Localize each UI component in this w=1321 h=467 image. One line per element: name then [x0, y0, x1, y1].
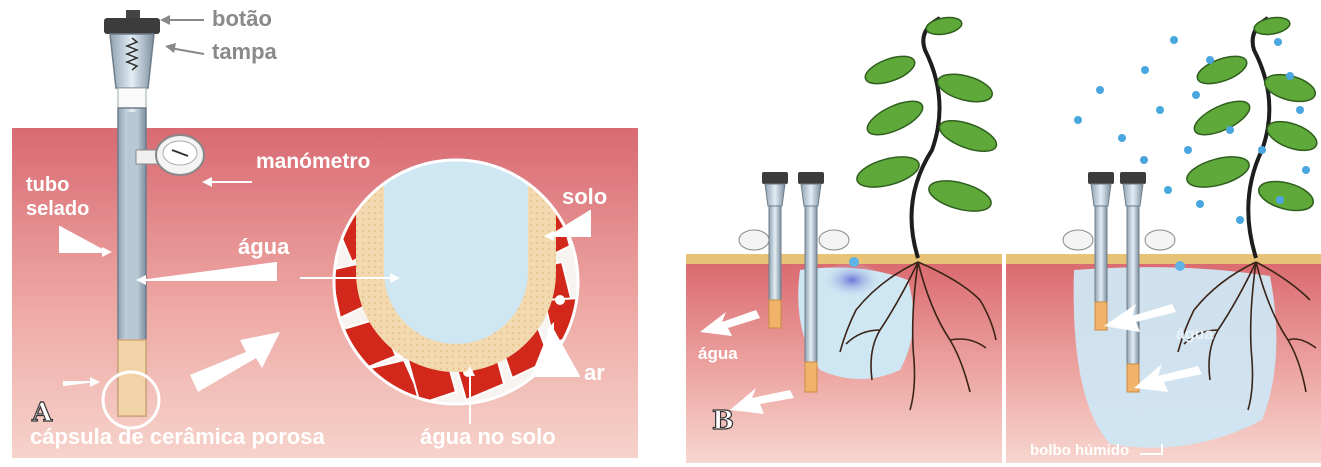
label-water-b2: água — [1176, 326, 1213, 344]
plant-b1 — [912, 18, 940, 258]
label-button: botão — [212, 6, 272, 32]
label-soil: solo — [562, 184, 607, 210]
label-air: ar — [584, 360, 605, 386]
plant-b2 — [1248, 18, 1269, 258]
label-tube-line1: tubo — [26, 174, 69, 197]
label-ceramic-capsule: cápsula de cerâmica porosa — [30, 424, 325, 450]
panel-b — [686, 15, 1321, 467]
label-cap: tampa — [212, 39, 277, 65]
label-tube-line2: selado — [26, 198, 89, 221]
label-wet-bulb: bolbo húmido — [1030, 442, 1129, 459]
label-water-a: água — [238, 234, 289, 260]
label-water-b1: água — [698, 344, 738, 364]
panel-a-tag: A — [32, 398, 52, 428]
panel-b-tag: B — [712, 406, 734, 436]
label-soil-water: água no solo — [420, 424, 556, 450]
label-manometer: manómetro — [256, 150, 370, 174]
panel-a — [12, 10, 638, 458]
